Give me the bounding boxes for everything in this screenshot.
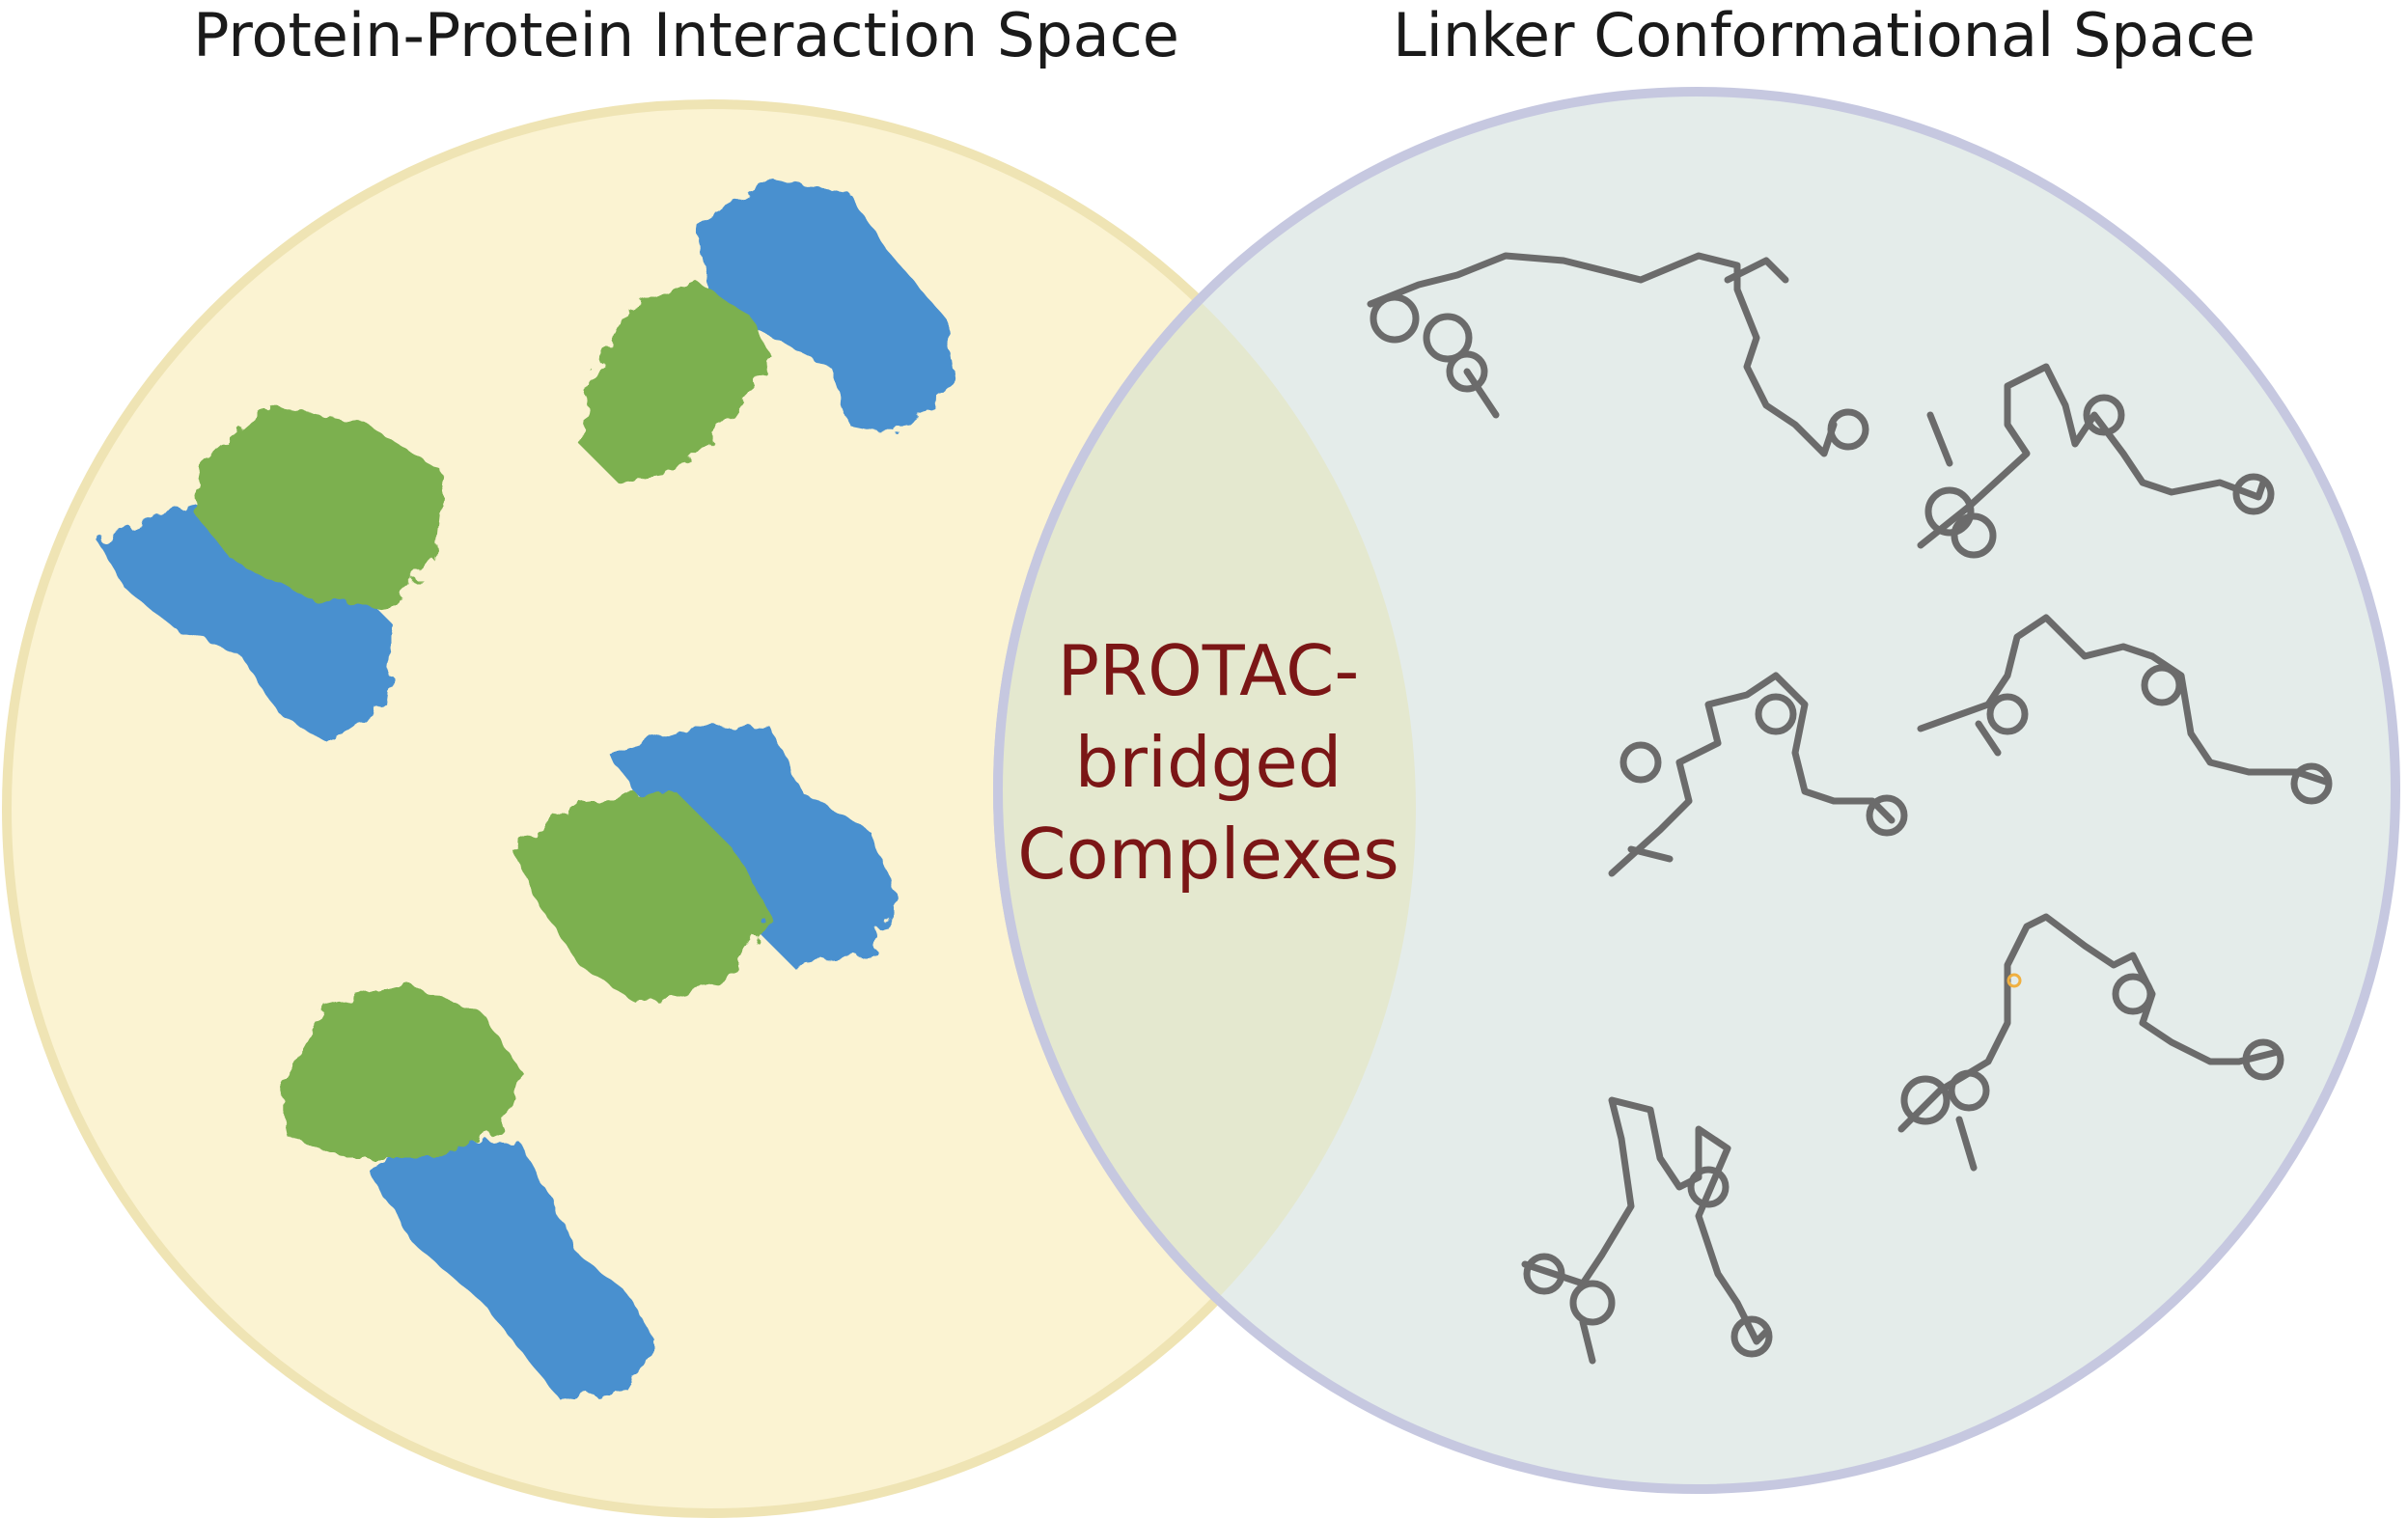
overlap-label-line-2: bridged xyxy=(1075,722,1342,803)
protein-complex-1 xyxy=(579,179,955,483)
linker-conformation-5 xyxy=(1897,913,2284,1172)
linker-conformation-6 xyxy=(1521,1096,1773,1365)
right-title: Linker Conformational Space xyxy=(1393,0,2256,70)
linker-conformation-3 xyxy=(1608,672,1908,877)
protein-complex-2 xyxy=(97,405,444,743)
linker-conformation-2 xyxy=(1917,363,2275,559)
protein-complex-3 xyxy=(512,724,898,1004)
linker-conformation-4 xyxy=(1917,614,2333,805)
linker-conformation-1 xyxy=(1367,252,1869,457)
overlap-label-line-3: Complexes xyxy=(1017,814,1398,895)
protein-complex-4 xyxy=(280,984,656,1399)
overlap-label-line-1: PROTAC- xyxy=(1058,630,1360,711)
highlight-marker xyxy=(2007,973,2022,988)
left-title: Protein-Protein Interaction Space xyxy=(193,0,1179,70)
